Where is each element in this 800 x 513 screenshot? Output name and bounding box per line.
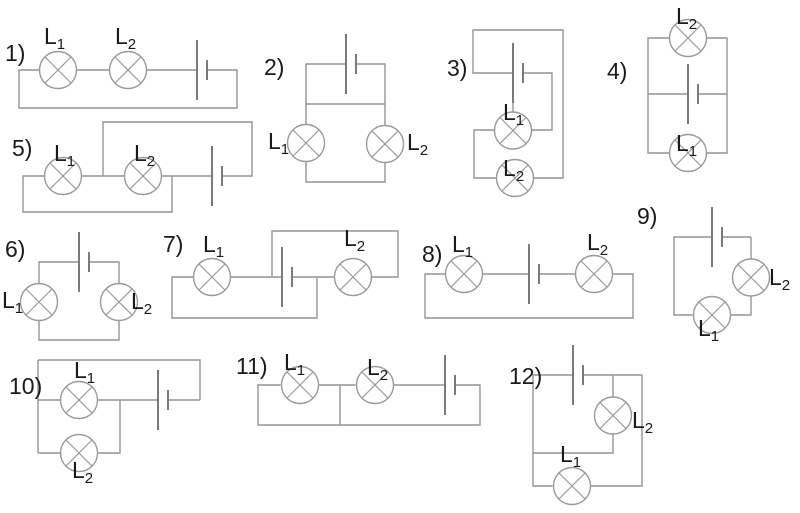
lamp-label: L1 — [284, 349, 305, 379]
circuit-9: 9) L2 L1 — [637, 203, 790, 345]
battery-icon — [78, 231, 90, 293]
battery-icon — [211, 145, 223, 207]
lamp-label: L2 — [344, 225, 365, 255]
wire — [38, 261, 120, 341]
circuit-10: 10) L1 L2 — [9, 357, 201, 487]
circuit-7: 7) L1 L2 — [163, 225, 399, 319]
wire — [532, 374, 643, 487]
lamp-label: L2 — [72, 457, 93, 487]
wire — [22, 121, 253, 213]
lamp-icon — [444, 254, 484, 294]
lamp-label: L1 — [452, 231, 473, 261]
lamp-icon — [38, 50, 78, 90]
circuit-number: 1) — [5, 40, 25, 66]
wire — [472, 29, 564, 179]
battery-icon — [711, 206, 723, 268]
battery-icon — [196, 39, 208, 101]
lamp-icon — [552, 466, 592, 506]
battery-icon — [512, 42, 524, 104]
lamp-label: L2 — [587, 229, 608, 259]
battery-icon — [528, 243, 540, 305]
lamp-label: L2 — [367, 354, 388, 384]
circuit-number: 10) — [9, 373, 42, 399]
lamp-label: L2 — [769, 264, 790, 294]
lamp-label: L1 — [676, 130, 697, 160]
lamp-icon — [593, 396, 633, 435]
lamp-label: L1 — [54, 140, 75, 170]
lamp-label: L2 — [115, 23, 136, 53]
lamp-icon — [108, 50, 148, 90]
lamp-label: L1 — [268, 128, 289, 158]
circuit-number: 3) — [447, 55, 467, 81]
lamp-label: L2 — [676, 3, 697, 33]
lamp-label: L1 — [560, 441, 581, 471]
wire — [257, 384, 481, 426]
lamp-label: L1 — [203, 231, 224, 261]
circuit-number: 9) — [637, 203, 657, 229]
lamp-icon — [286, 123, 326, 163]
lamp-icon — [333, 257, 373, 297]
lamp-label: L2 — [134, 140, 155, 170]
lamp-label: L2 — [407, 129, 428, 159]
lamp-label: L1 — [74, 357, 95, 387]
circuit-number: 8) — [422, 241, 442, 267]
circuit-11: 11) L1 L2 — [236, 349, 481, 426]
wire — [37, 359, 201, 454]
lamp-label: L1 — [44, 23, 65, 53]
circuit-4: 4) L2 L1 — [607, 3, 728, 173]
circuit-number: 12) — [509, 363, 542, 389]
lamp-label: L2 — [632, 407, 653, 437]
lamp-icon — [59, 380, 99, 420]
battery-icon — [281, 246, 293, 308]
circuit-number: 11) — [236, 353, 268, 379]
circuit-1: 1) L1 L2 — [5, 23, 238, 109]
lamp-icon — [574, 254, 614, 294]
circuit-number: 7) — [163, 231, 183, 257]
battery-icon — [345, 33, 357, 95]
lamp-icon — [192, 257, 232, 297]
lamp-label: L1 — [503, 99, 524, 129]
circuit-number: 6) — [5, 236, 25, 262]
circuit-3: 3) L1 L2 — [447, 29, 564, 198]
wire — [424, 273, 634, 319]
lamp-label: L2 — [131, 288, 152, 318]
battery-icon — [572, 344, 584, 406]
lamp-label: L1 — [698, 315, 719, 345]
circuit-6: 6) L1 L2 — [2, 231, 152, 341]
circuit-12: 12) L2 L1 — [509, 344, 653, 506]
lamp-label: L2 — [503, 155, 524, 185]
circuit-number: 5) — [12, 135, 32, 161]
circuit-8: 8) L1 L2 — [422, 229, 634, 319]
circuit-2: 2) L1 L2 — [264, 33, 428, 183]
battery-icon — [687, 63, 699, 125]
battery-icon — [444, 354, 456, 416]
circuit-number: 2) — [264, 54, 284, 80]
lamp-icon — [19, 282, 59, 322]
lamp-icon — [365, 124, 405, 164]
lamp-icon — [731, 258, 771, 297]
wire — [647, 37, 728, 154]
wire — [305, 63, 386, 183]
wire — [18, 69, 238, 109]
circuit-5: 5) L1 L2 — [12, 121, 253, 213]
circuit-number: 4) — [607, 58, 627, 84]
wire — [171, 230, 399, 319]
wire — [673, 236, 752, 316]
battery-icon — [157, 369, 169, 431]
lamp-label: L1 — [2, 287, 23, 317]
